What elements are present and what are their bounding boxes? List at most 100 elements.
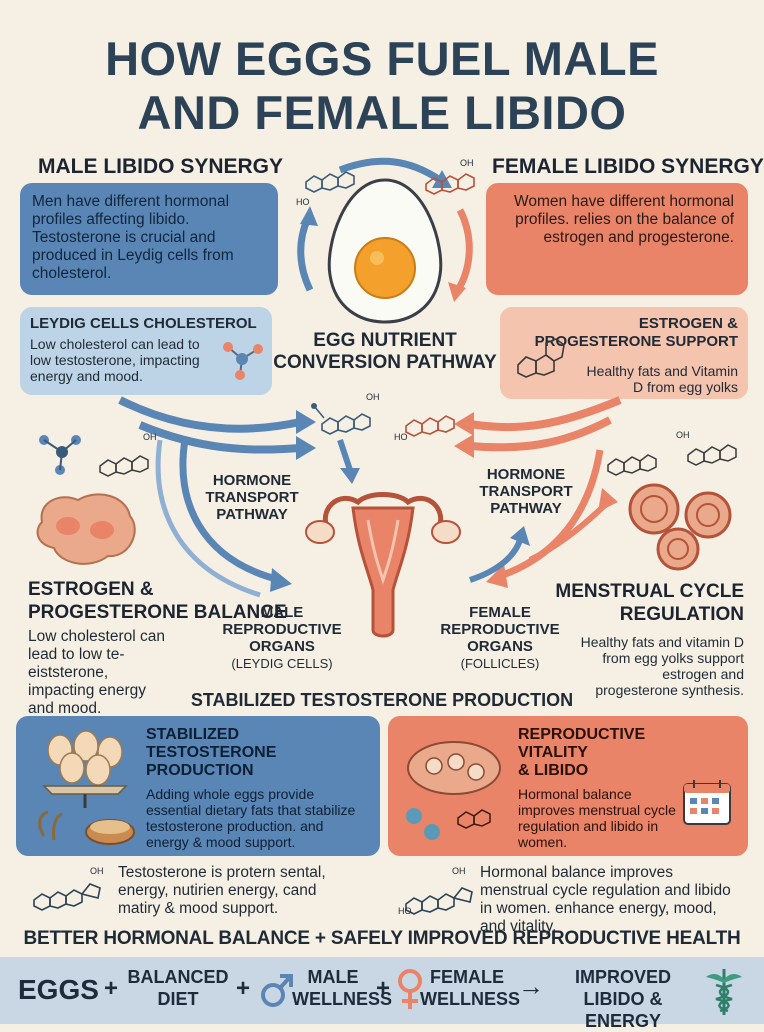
- leydig-text: Low cholesterol can lead to low testoste…: [30, 336, 200, 384]
- male-organs-line-1: MALE: [260, 604, 304, 621]
- ho-label-center: HO: [394, 432, 408, 442]
- estrogen-support-text: Healthy fats and Vitamin D from egg yolk…: [586, 363, 739, 395]
- male-organs-label: MALE REPRODUCTIVE ORGANS (LEYDIG CELLS): [222, 604, 342, 672]
- female-organs-label: FEMALE REPRODUCTIVE ORGANS (FOLLICLES): [440, 604, 560, 672]
- footer-male-line-2: WELLNESS: [292, 989, 393, 1009]
- egg-pathway-label: EGG NUTRIENT CONVERSION PATHWAY: [272, 330, 498, 374]
- ovary-icon: [406, 741, 501, 840]
- transport-right-line-1: HORMONE: [486, 466, 566, 483]
- pathway-arrows: [118, 396, 622, 598]
- male-synergy-box: Men have different hormonal profiles aff…: [20, 183, 278, 295]
- cell-icon: [36, 435, 149, 565]
- female-synergy-heading: FEMALE LIBIDO SYNERGY: [492, 155, 764, 178]
- footer-balanced-line-2: DIET: [157, 989, 199, 1009]
- oh-label-bottom-right: OH: [452, 866, 466, 876]
- footer-improved-line-1: IMPROVED: [574, 967, 671, 987]
- leydig-heading: LEYDIG CELLS CHOLESTEROL: [30, 315, 257, 332]
- footer-bar: EGGS + BALANCED DIET + MALE WELLNESS + F…: [0, 957, 764, 1031]
- estrogen-support-box: ESTROGEN & PROGESTERONE SUPPORT Healthy …: [500, 307, 748, 399]
- menstrual-heading-1: MENSTRUAL CYCLE: [555, 581, 744, 602]
- female-organs-sub: (FOLLICLES): [460, 656, 540, 671]
- egg-pathway-line-1: EGG NUTRIENT: [313, 330, 457, 351]
- footer-improved-line-2: LIBIDO & ENERGY: [583, 989, 663, 1031]
- stabilized-box: STABILIZED TESTOSTERONE PRODUCTION Addin…: [16, 716, 380, 856]
- egg-icon: [327, 178, 443, 324]
- footer-female-line-1: FEMALE: [430, 967, 504, 987]
- molecule-icon-top-left: [305, 171, 355, 193]
- balance-text: Low cholesterol can lead to low te-eists…: [28, 628, 165, 717]
- footer-female-line-2: WELLNESS: [420, 989, 521, 1009]
- menstrual-text: Healthy fats and vitamin D from egg yolk…: [580, 634, 744, 698]
- stabilized-banner: STABILIZED TESTOSTERONE PRODUCTION: [190, 690, 574, 710]
- estrogen-molecule-icon: [405, 887, 473, 915]
- transport-left-line-2: TRANSPORT: [205, 489, 299, 506]
- transport-left-line-1: HORMONE: [212, 472, 292, 489]
- footer-plus-1: +: [104, 975, 119, 1002]
- vitality-heading-2: & LIBIDO: [518, 762, 589, 779]
- female-note: Hormonal balance improves menstrual cycl…: [480, 864, 731, 935]
- ho-label-bottom-right: HO: [398, 906, 412, 916]
- oh-label-bottom-left: OH: [90, 866, 104, 876]
- male-note: Testosterone is protern sental, energy, …: [118, 864, 326, 917]
- vitality-box: REPRODUCTIVE VITALITY & LIBIDO Hormonal …: [388, 716, 748, 856]
- oh-label-center-left: OH: [366, 392, 380, 402]
- vitality-heading-1: REPRODUCTIVE VITALITY: [518, 726, 646, 761]
- footer-balanced-line-1: BALANCED: [127, 967, 229, 987]
- footer-male-wellness: MALE WELLNESS: [292, 966, 393, 1010]
- molecule-icon: [223, 342, 263, 380]
- balance-heading-2: PROGESTERONE BALANCE: [28, 602, 287, 623]
- footer-improved: IMPROVED LIBIDO & ENERGY: [550, 966, 696, 1032]
- transport-right-line-2: TRANSPORT: [479, 483, 573, 500]
- menstrual-heading-2: REGULATION: [619, 604, 744, 625]
- female-organs-line-1: FEMALE: [469, 604, 531, 621]
- transport-label-left: HORMONE TRANSPORT PATHWAY: [204, 472, 300, 523]
- oh-label-left: OH: [143, 432, 157, 442]
- conversion-cycle-arrows: [297, 157, 473, 302]
- male-synergy-text: Men have different hormonal profiles aff…: [32, 193, 234, 282]
- balance-heading-1: ESTROGEN &: [28, 579, 154, 600]
- molecule-icon-top-right: [425, 173, 475, 195]
- oh-label-top: OH: [460, 158, 474, 168]
- molecule-icon-center-left: [311, 403, 371, 435]
- male-synergy-heading: MALE LIBIDO SYNERGY: [38, 155, 284, 178]
- estrogen-support-heading: ESTROGEN & PROGESTERONE SUPPORT: [534, 315, 738, 350]
- follicle-icon: [607, 444, 737, 571]
- footer-eggs: EGGS: [18, 974, 99, 1005]
- footer-female-wellness: FEMALE WELLNESS: [420, 966, 521, 1010]
- male-symbol-icon: [261, 974, 293, 1007]
- menstrual-section: MENSTRUAL CYCLE REGULATION Healthy fats …: [540, 580, 744, 698]
- molecule-icon-center-right: [405, 415, 455, 437]
- page-title: HOW EGGS FUEL MALE AND FEMALE LIBIDO: [0, 32, 764, 140]
- female-organs-line-2: REPRODUCTIVE: [440, 621, 560, 638]
- female-symbol-icon: [398, 969, 422, 1009]
- male-organs-line-3: ORGANS: [249, 638, 315, 655]
- title-line-2: AND FEMALE LIBIDO: [137, 86, 627, 139]
- female-organs-line-3: ORGANS: [467, 638, 533, 655]
- transport-right-line-3: PATHWAY: [490, 500, 562, 517]
- transport-left-line-3: PATHWAY: [216, 506, 288, 523]
- leydig-box: LEYDIG CELLS CHOLESTEROL Low cholesterol…: [20, 307, 272, 395]
- footer-plus-3: +: [376, 975, 391, 1002]
- transport-label-right: HORMONE TRANSPORT PATHWAY: [478, 466, 574, 517]
- title-line-1: HOW EGGS FUEL MALE: [105, 32, 659, 85]
- male-organs-sub: (LEYDIG CELLS): [231, 656, 333, 671]
- ho-label-top: HO: [296, 197, 310, 207]
- vitality-text: Hormonal balance improves menstrual cycl…: [518, 786, 676, 850]
- uterus-icon: [305, 492, 461, 638]
- balance-section: ESTROGEN & PROGESTERONE BALANCE Low chol…: [28, 578, 288, 718]
- testosterone-molecule-icon: [33, 883, 101, 911]
- caduceus-icon: [706, 969, 742, 1015]
- female-synergy-box: Women have different hormonal profiles. …: [486, 183, 748, 295]
- footer-balanced-diet: BALANCED DIET: [126, 966, 230, 1010]
- female-synergy-text: Women have different hormonal profiles. …: [514, 193, 734, 246]
- stabilized-heading-2: PRODUCTION: [146, 762, 254, 779]
- stabilized-heading-1: STABILIZED TESTOSTERONE: [146, 726, 277, 761]
- steroid-molecule-icon: [517, 338, 565, 378]
- stabilized-text: Adding whole eggs provide essential diet…: [146, 786, 356, 850]
- calendar-icon: [683, 780, 731, 825]
- egg-pathway-line-2: CONVERSION PATHWAY: [273, 352, 497, 373]
- male-organs-line-2: REPRODUCTIVE: [222, 621, 342, 638]
- oh-label-right: OH: [676, 430, 690, 440]
- footer-plus-2: +: [236, 975, 251, 1002]
- summary-banner: BETTER HORMONAL BALANCE + SAFELY IMPROVE…: [23, 928, 741, 949]
